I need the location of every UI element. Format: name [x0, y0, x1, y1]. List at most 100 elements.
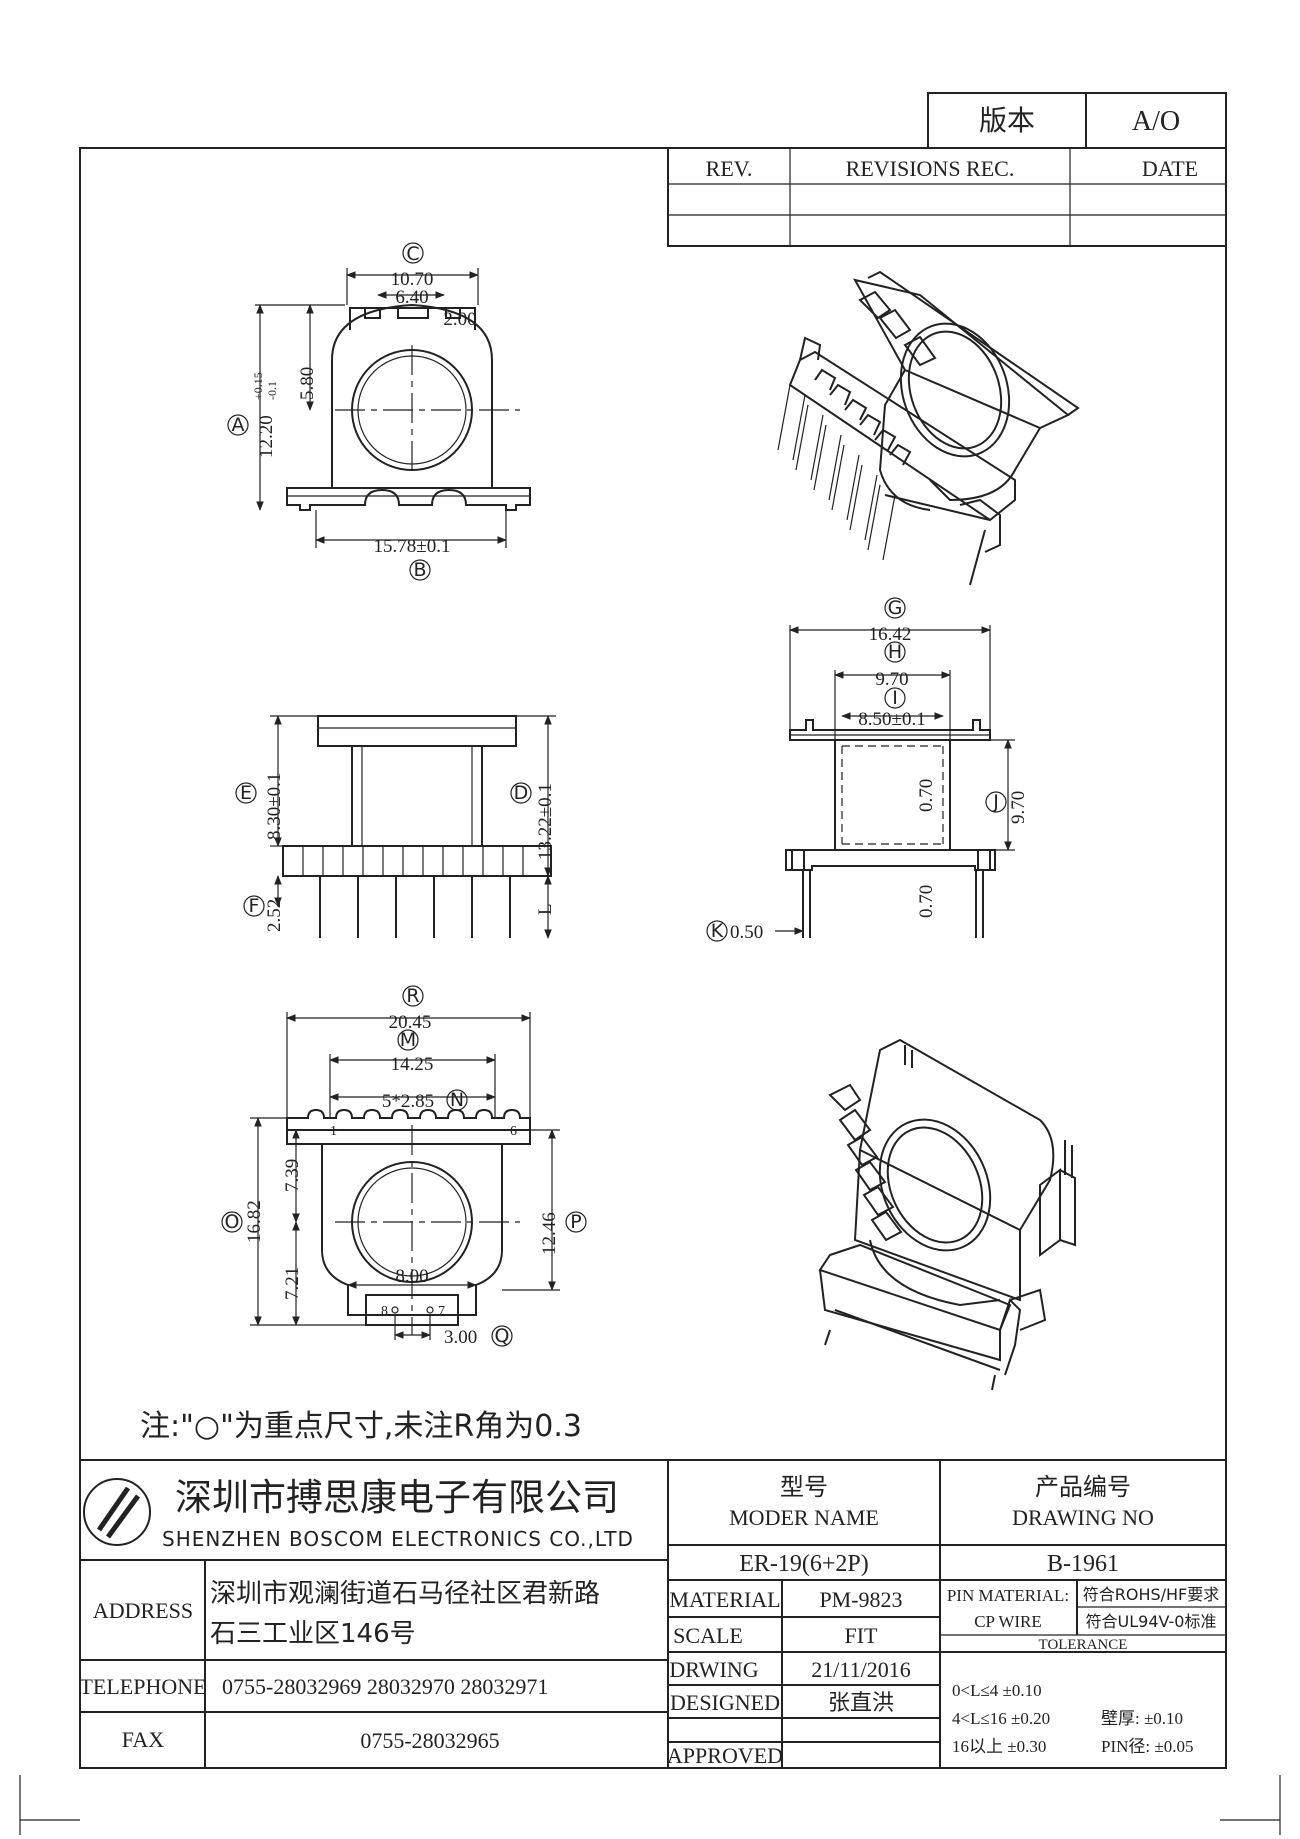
company-logo — [83, 1478, 151, 1546]
drawing-no-label-cn: 产品编号 — [1035, 1473, 1131, 1501]
rev-header: REV. — [706, 156, 753, 181]
version-block: 版本 A/O — [927, 92, 1227, 149]
drawing-no-value: B-1961 — [1047, 1551, 1119, 1577]
approved-label: APPROVED — [667, 1743, 783, 1768]
version-label: 版本 — [979, 104, 1035, 137]
dim-j: 9.70 — [1008, 791, 1029, 824]
iso-view-bottom — [818, 1038, 1076, 1391]
dim-wall-lower: 0.70 — [916, 885, 937, 918]
marker-c: C — [406, 243, 419, 265]
model-label-en: MODER NAME — [729, 1505, 879, 1530]
dim-c-inner: 6.40 — [395, 287, 428, 308]
marker-e: E — [240, 782, 252, 804]
scale-value: FIT — [845, 1623, 879, 1648]
marker-d: D — [514, 782, 529, 804]
side-view — [282, 715, 552, 938]
drwing-value: 21/11/2016 — [811, 1657, 910, 1682]
dim-o: 16.82 — [244, 1200, 265, 1243]
material-label: MATERIAL — [669, 1587, 780, 1612]
marker-a: A — [232, 414, 245, 436]
company-name-en: SHENZHEN BOSCOM ELECTRONICS CO.,LTD — [162, 1527, 634, 1551]
fax-label: FAX — [122, 1727, 164, 1752]
pin-material-value: CP WIRE — [974, 1612, 1042, 1631]
corner-marks — [19, 1775, 1281, 1835]
date-header: DATE — [1142, 156, 1198, 181]
model-label-cn: 型号 — [780, 1473, 828, 1501]
dim-a-tol-lower: -0.1 — [265, 381, 279, 400]
marker-f: F — [249, 895, 260, 917]
dim-b: 15.78±0.1 — [374, 536, 451, 557]
tolerance-title: TOLERANCE — [1039, 1637, 1128, 1653]
marker-g: G — [888, 597, 903, 619]
marker-p: P — [570, 1211, 581, 1233]
dim-n: 5*2.85 — [382, 1091, 434, 1112]
dim-i: 8.50±0.1 — [858, 709, 925, 730]
model-value: ER-19(6+2P) — [739, 1551, 869, 1577]
dim-g: 16.42 — [869, 624, 912, 645]
address-label: ADDRESS — [93, 1598, 193, 1623]
dim-a: 12.20 — [256, 415, 277, 458]
marker-o: O — [225, 1211, 240, 1233]
dim-wall-upper: 0.70 — [916, 779, 937, 812]
scale-label: SCALE — [673, 1623, 743, 1648]
fax-value: 0755-28032965 — [360, 1728, 499, 1753]
tolerance-row-3: 16以上 ±0.30 — [952, 1737, 1046, 1756]
material-value: PM-9823 — [819, 1587, 902, 1612]
front-view-dims: G 16.42 H 9.70 I 8.50±0.1 9.70 J 0.70 0.… — [706, 597, 1029, 943]
marker-k: K — [711, 920, 724, 942]
ul94-requirement: 符合UL94V-0标准 — [1086, 1612, 1217, 1631]
dim-o-upper: 7.39 — [282, 1159, 303, 1192]
version-value: A/O — [1132, 106, 1180, 137]
dim-e: 8.30±0.1 — [264, 773, 285, 840]
tolerance-row-1: 0<L≤4 ±0.10 — [952, 1681, 1042, 1700]
tolerance-pin: PIN径: ±0.05 — [1101, 1737, 1193, 1756]
dim-q: 3.00 — [444, 1327, 477, 1348]
marker-h: H — [888, 641, 902, 663]
marker-q: Q — [495, 1325, 510, 1347]
top-view-dims: 10.70 6.40 2.00 C 12.20 +0.15 -0.1 5.80 … — [227, 242, 507, 581]
dim-h: 9.70 — [875, 669, 908, 690]
pin-material-label: PIN MATERIAL: — [947, 1586, 1069, 1605]
dim-c-slot: 2.00 — [443, 309, 476, 330]
tolerance-row-2: 4<L≤16 ±0.20 — [952, 1709, 1050, 1728]
tolerance-wall: 壁厚: ±0.10 — [1101, 1709, 1183, 1728]
marker-j: J — [992, 791, 999, 813]
dim-m: 14.25 — [391, 1054, 434, 1075]
marker-r: R — [406, 985, 419, 1007]
marker-i: I — [892, 687, 898, 709]
pin-label-6: 6 — [510, 1124, 517, 1139]
title-block — [80, 1459, 1226, 1768]
pin-label-7: 7 — [438, 1304, 445, 1319]
top-view — [286, 303, 531, 511]
side-view-dims: 8.30±0.1 E 2.52 F 13.22±0.1 D L — [235, 715, 556, 939]
designed-label: DESIGNED — [670, 1690, 780, 1715]
iso-view-top — [788, 270, 1080, 586]
bottom-view: 1 6 8 7 — [286, 1108, 531, 1335]
dim-k: 0.50 — [730, 922, 763, 943]
telephone-label: TELEPHONE — [79, 1674, 206, 1699]
drwing-label: DRWING — [669, 1657, 758, 1682]
dim-c: 10.70 — [391, 269, 434, 290]
note-text: 注:"○"为重点尺寸,未注R角为0.3 — [140, 1409, 582, 1444]
dim-l: L — [535, 903, 556, 915]
marker-m: M — [400, 1029, 416, 1051]
dim-p: 12.46 — [539, 1212, 560, 1255]
revisions-rec-header: REVISIONS REC. — [846, 156, 1015, 181]
dim-a-upper: 5.80 — [297, 367, 318, 400]
dim-a-tol-upper: +0.15 — [251, 372, 265, 400]
drawing-no-label-en: DRAWING NO — [1012, 1505, 1154, 1530]
dim-o-lower: 7.21 — [282, 1267, 303, 1300]
dim-f: 2.52 — [264, 899, 285, 932]
address-line-1: 深圳市观澜街道石马径社区君新路 — [210, 1579, 600, 1609]
dim-q-inner: 8.00 — [395, 1266, 428, 1287]
rohs-requirement: 符合ROHS/HF要求 — [1083, 1585, 1220, 1604]
iso-view-top-pins — [777, 384, 896, 561]
marker-b: B — [413, 559, 426, 581]
address-line-2: 石三工业区146号 — [210, 1619, 416, 1649]
telephone-value: 0755-28032969 28032970 28032971 — [222, 1674, 548, 1699]
marker-n: N — [450, 1089, 464, 1111]
bottom-view-dims: R 20.45 M 14.25 5*2.85 N 16.82 O 7.39 7.… — [221, 985, 587, 1348]
company-name-cn: 深圳市搏思康电子有限公司 — [175, 1476, 619, 1519]
revision-table: REV. REVISIONS REC. DATE — [667, 147, 1227, 247]
